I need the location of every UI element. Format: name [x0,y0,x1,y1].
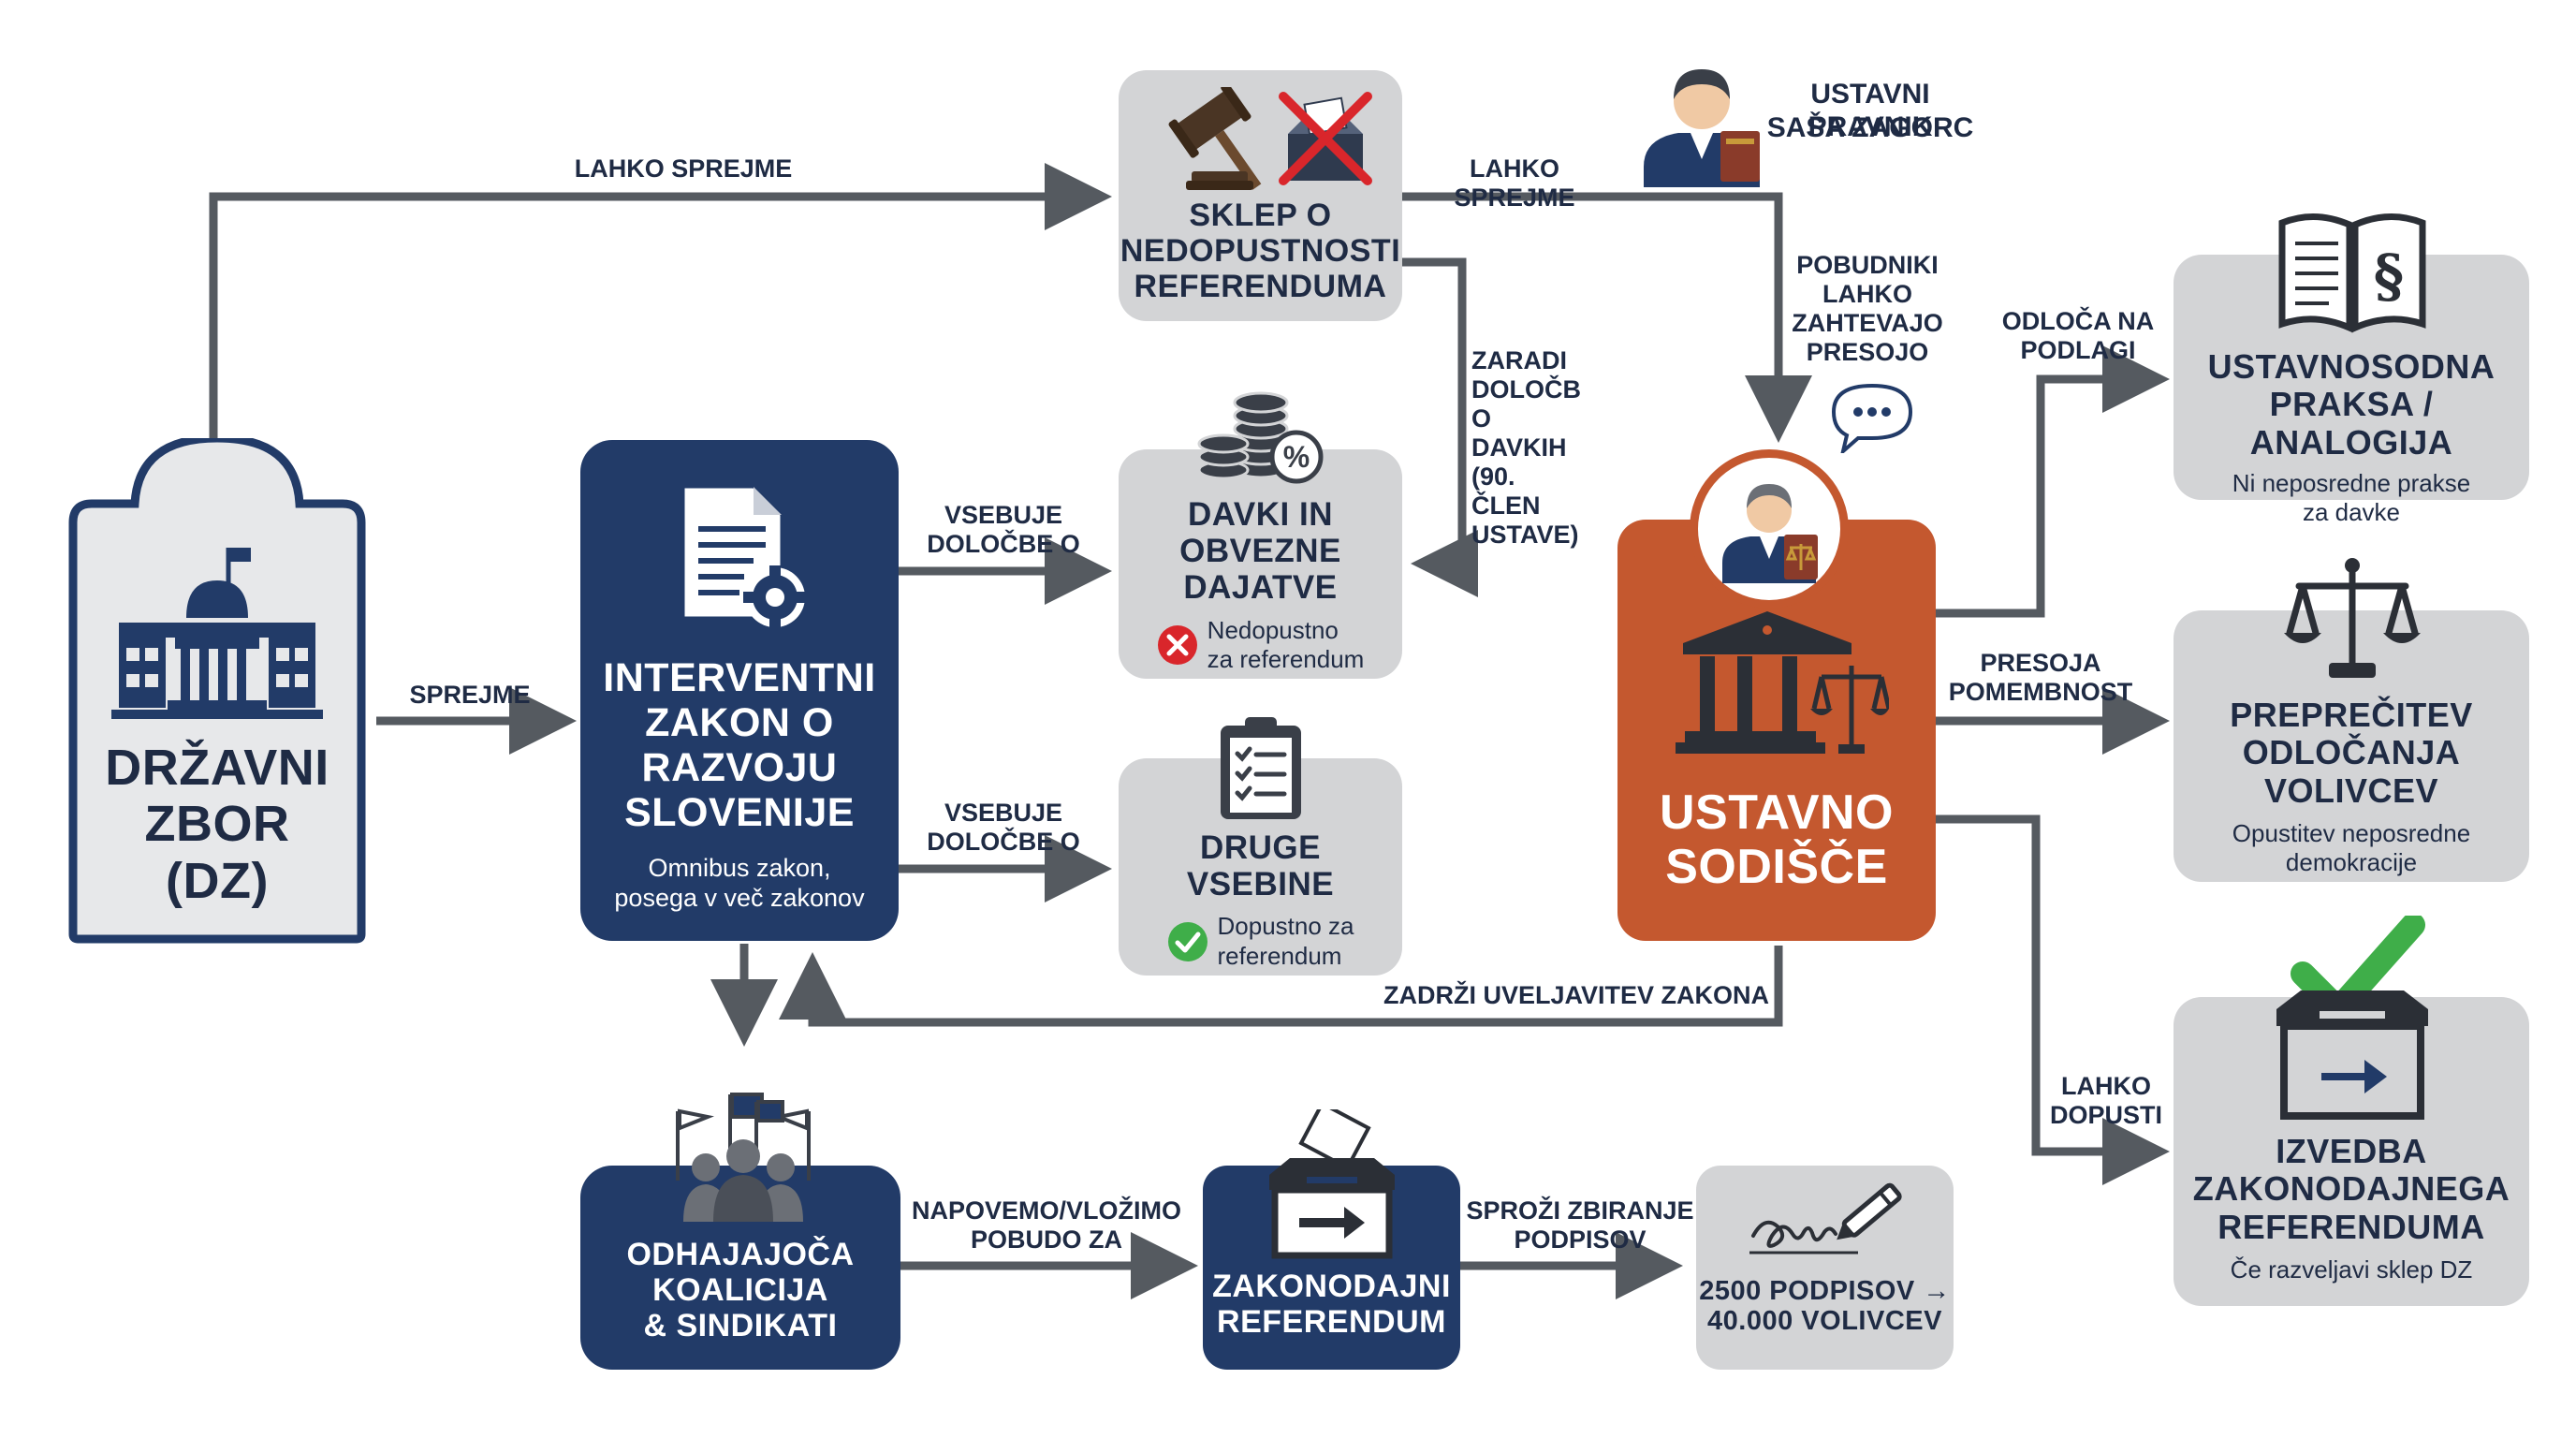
document-gear-icon [681,485,807,629]
clipboard-checklist-icon [1220,717,1301,819]
edge-label-sklep-to-davki: ZARADI DOLOČB O DAVKIH (90. ČLEN USTAVE) [1471,346,1581,550]
arrow-sodisce-to-interventni [779,946,1783,1027]
sodisce-title: USTAVNO SODIŠČE [1659,785,1895,895]
interventni-title: INTERVENTNI ZAKON O RAZVOJU SLOVENIJE [603,655,876,836]
dz-node[interactable]: DRŽAVNI ZBOR (DZ) [73,534,361,936]
courthouse-scales-icon [1676,611,1889,754]
druge-title: DRUGE VSEBINE [1186,829,1335,903]
praksa-title: USTAVNOSODNA PRAKSA / ANALOGIJA [2207,347,2496,462]
edge-label-sodisce-to-praksa: ODLOČA NA PODLAGI [2001,307,2155,365]
dz-node-shape [68,438,366,944]
praksa-subtitle: Ni neposredne prakse za davke [2232,468,2471,527]
druge-status: Dopustno za referendum [1167,912,1354,970]
edge-label-sodisce-to-preprecitev: PRESOJA POMEMBNOST [1948,649,2133,707]
izvedba-title: IZVEDBA ZAKONODAJNEGA REFERENDUMA [2192,1132,2510,1246]
scales-icon [2284,558,2421,678]
judge-avatar [1690,449,1849,609]
druge-status-text: Dopustno za referendum [1217,912,1354,970]
capitol-icon [111,548,323,719]
arrow-sodisce-to-izvedba [1936,814,2170,1185]
davki-node[interactable]: % DAVKI IN OBVEZNE DAJATVE Nedopustno za… [1119,391,1402,679]
crossed-ballot-icon [1278,92,1372,185]
arrow-sklep-to-davki [1402,257,1478,597]
podpisi-node[interactable]: 2500 PODPISOV → 40.000 VOLIVCEV [1696,1166,1954,1370]
arrow-dz-to-sklep [209,163,1112,440]
davki-title: DAVKI IN OBVEZNE DAJATVE [1179,496,1341,607]
ballot-box-check-icon [2276,916,2428,1120]
green-check-icon [1167,921,1208,961]
davki-status-text: Nedopustno za referendum [1207,615,1365,673]
izvedba-subtitle: Če razveljavi sklep DZ [2230,1255,2473,1284]
preprecitev-subtitle: Opustitev neposredne demokracije [2232,818,2471,877]
sklep-node[interactable]: SKLEP O NEDOPUSTNOSTI REFERENDUMA [1119,70,1402,321]
koalicija-title: ODHAJAJOČA KOALICIJA & SINDIKATI [626,1237,855,1344]
arrow-sodisce-to-praksa [1936,345,2170,618]
edge-label-sodisce-to-izvedba: LAHKO DOPUSTI [2049,1072,2162,1130]
svg-text:%: % [1282,440,1309,474]
arrow-sklep-to-sodisce [1402,192,1812,443]
davki-status: Nedopustno za referendum [1157,615,1365,674]
protest-flags-icon [676,1093,811,1222]
edge-label-sklep-to-sodisce: LAHKO SPREJME [1454,154,1575,213]
dz-title: DRŽAVNI ZBOR (DZ) [105,740,329,909]
gavel-icon [1168,87,1261,190]
signature-pen-icon [1749,1182,1902,1255]
speech-bubble-icon [1831,383,1913,453]
preprecitev-title: PREPREČITEV ODLOČANJA VOLIVCEV [2230,696,2473,810]
edge-label-referendum-to-podpisi: SPROŽI ZBIRANJE PODPISOV [1466,1196,1694,1255]
ballot-box-icon [1269,1109,1395,1259]
coins-percent-icon: % [1197,391,1323,484]
referendum-title: ZAKONODAJNI REFERENDUM [1212,1269,1451,1341]
sklep-title: SKLEP O NEDOPUSTNOSTI REFERENDUMA [1120,198,1401,305]
svg-text:§: § [2374,242,2404,310]
red-x-icon [1157,624,1197,665]
edge-label-dz-to-interventni: SPREJME [409,681,531,709]
interventni-subtitle: Omnibus zakon, posega v več zakonov [614,853,865,913]
referendum-node[interactable]: ZAKONODAJNI REFERENDUM [1203,1166,1460,1370]
edge-label-pobudniki: POBUDNIKI LAHKO ZAHTEVAJO PRESOJO [1792,251,1943,367]
edge-label-sodisce-to-interventni: ZADRŽI UVELJAVITEV ZAKONA [1383,981,1769,1009]
edge-label-interventni-to-davki: VSEBUJE DOLOČBE O [927,501,1080,559]
druge-node[interactable]: DRUGE VSEBINE Dopustno za referendum [1119,717,1402,976]
sklep-icons [1145,87,1377,190]
law-book-icon: § [2278,213,2426,333]
lawyer-name: SAŠA ZAGORC [1766,112,1974,143]
lawyer-role: USTAVNI PRAVNIK [1808,79,1933,142]
interventni-node[interactable]: INTERVENTNI ZAKON O RAZVOJU SLOVENIJE Om… [580,440,899,941]
edge-label-interventni-to-druge: VSEBUJE DOLOČBE O [927,799,1080,857]
podpisi-title: 2500 PODPISOV → 40.000 VOLIVCEV [1699,1276,1951,1337]
edge-label-koalicija-to-referendum: NAPOVEMO/VLOŽIMO POBUDO ZA [911,1196,1181,1255]
judge-avatar-icon [1722,484,1818,583]
lawyer-person-icon [1644,69,1760,187]
edge-label-dz-to-sklep: LAHKO SPREJME [574,154,793,183]
